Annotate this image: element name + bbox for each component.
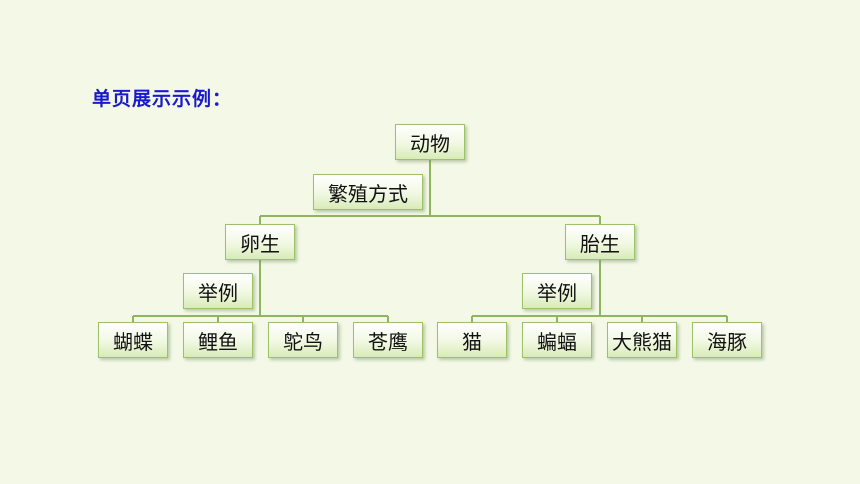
node-branch-oviparous: 卵生 xyxy=(225,224,295,260)
leaf-cat: 猫 xyxy=(437,322,507,358)
leaf-carp: 鲤鱼 xyxy=(183,322,253,358)
node-root-relation: 繁殖方式 xyxy=(313,174,423,210)
leaf-bat: 蝙蝠 xyxy=(522,322,592,358)
node-branch-viviparous: 胎生 xyxy=(565,224,635,260)
page-heading: 单页展示示例： xyxy=(92,88,233,110)
node-relation-viviparous: 举例 xyxy=(522,273,592,309)
node-root: 动物 xyxy=(395,124,465,160)
leaf-dolphin: 海豚 xyxy=(692,322,762,358)
node-relation-oviparous: 举例 xyxy=(183,273,253,309)
leaf-ostrich: 鸵鸟 xyxy=(268,322,338,358)
leaf-goshawk: 苍鹰 xyxy=(353,322,423,358)
leaf-butterfly: 蝴蝶 xyxy=(98,322,168,358)
leaf-panda: 大熊猫 xyxy=(607,322,677,358)
